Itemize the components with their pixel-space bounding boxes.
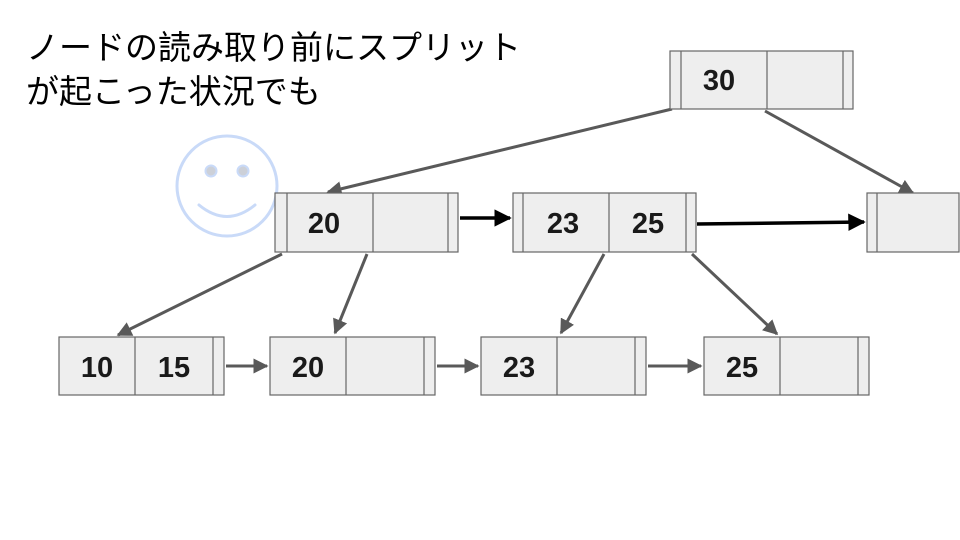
edge-mid-a-to-leaf-1 <box>116 252 283 337</box>
node-key: 20 <box>292 352 324 384</box>
node-key: 15 <box>158 352 190 384</box>
node-leaf-3: 23 <box>480 336 647 396</box>
node-key: 25 <box>632 208 664 240</box>
node-mid-a: 20 <box>274 192 459 253</box>
node-key: 10 <box>81 352 113 384</box>
link-mid-b-to-mid-c <box>696 213 866 231</box>
node-key: 20 <box>308 208 340 240</box>
slide-title: ノードの読み取り前にスプリット が起こった状況でも <box>26 26 521 114</box>
node-mid-c <box>866 192 960 253</box>
smiley-face-icon <box>175 134 279 238</box>
node-leaf-2: 20 <box>269 336 436 396</box>
edge-mid-b-to-leaf-3 <box>559 253 606 335</box>
node-key: 30 <box>703 65 735 97</box>
node-mid-b: 23 25 <box>512 192 697 253</box>
node-leaf-4: 25 <box>703 336 870 396</box>
title-line-2: が起こった状況でも <box>26 72 321 111</box>
node-key: 23 <box>503 352 535 384</box>
node-leaf-1: 10 15 <box>58 336 225 396</box>
title-line-1: ノードの読み取り前にスプリット <box>26 28 521 67</box>
edge-mid-b-to-leaf-4 <box>690 252 779 336</box>
node-root: 30 <box>669 50 854 110</box>
edge-mid-a-to-leaf-2 <box>333 253 369 335</box>
node-key: 23 <box>547 208 579 240</box>
node-key: 25 <box>726 352 758 384</box>
edge-root-to-mid-c <box>764 109 915 195</box>
edge-root-to-mid-a <box>326 107 673 197</box>
